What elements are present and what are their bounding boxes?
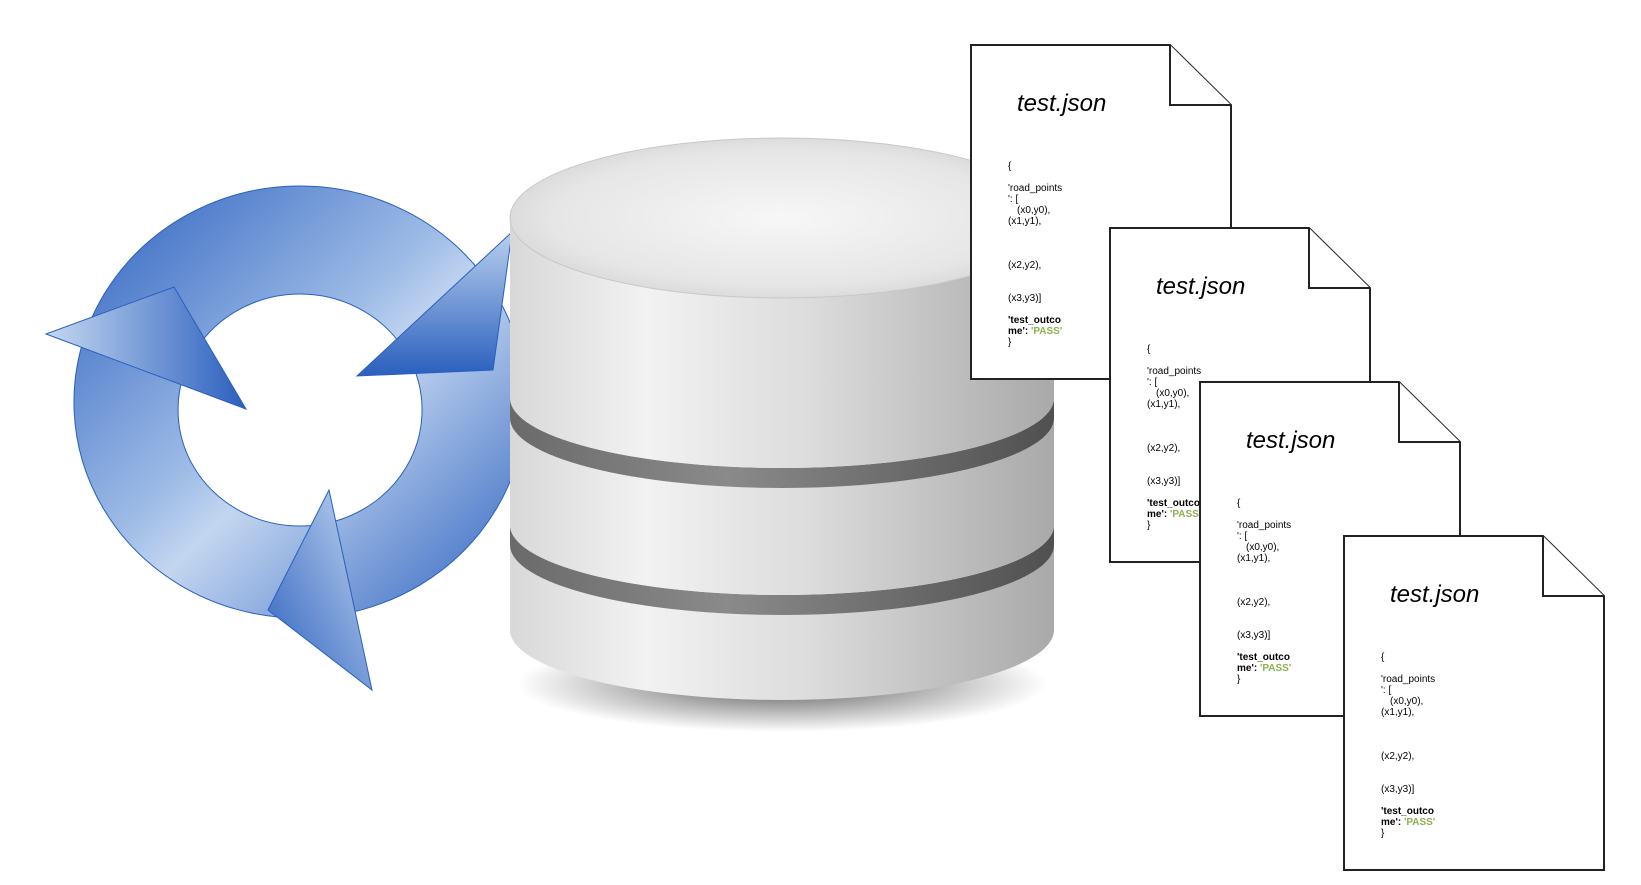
- key-road-points-cont: ': [: [1147, 377, 1158, 388]
- database-band-upper: [510, 398, 1054, 488]
- document-title: test.json: [1017, 90, 1107, 117]
- key-road-points: 'road_points: [1147, 366, 1202, 377]
- point-0: (x0,y0),: [1156, 388, 1190, 399]
- key-road-points: 'road_points: [1381, 674, 1436, 685]
- close-brace: }: [1237, 674, 1241, 685]
- close-brace: }: [1008, 337, 1012, 348]
- key-test-outcome-cont: me':: [1381, 817, 1402, 828]
- circular-arrows-icon: [44, 185, 527, 692]
- key-test-outcome-cont: me':: [1237, 663, 1258, 674]
- key-road-points-cont: ': [: [1008, 194, 1019, 205]
- point-3: (x3,y3)]: [1237, 630, 1271, 641]
- document-title: test.json: [1390, 581, 1480, 608]
- document-body: { 'road_points ': [ (x0,y0), (x1,y1), (x…: [1381, 652, 1451, 839]
- key-test-outcome: 'test_outco: [1237, 652, 1290, 663]
- point-2: (x2,y2),: [1008, 260, 1042, 271]
- point-3: (x3,y3)]: [1381, 784, 1415, 795]
- point-2: (x2,y2),: [1237, 597, 1271, 608]
- document-title: test.json: [1156, 273, 1246, 300]
- outcome-value: 'PASS': [1259, 663, 1292, 674]
- cycle-arrow-head-left: [44, 286, 248, 410]
- point-0: (x0,y0),: [1390, 696, 1424, 707]
- key-test-outcome-cont: me':: [1147, 509, 1168, 520]
- open-brace: {: [1381, 652, 1385, 663]
- key-test-outcome: 'test_outco: [1381, 806, 1434, 817]
- database-segment-middle: [510, 410, 1054, 595]
- database-band-lower: [510, 525, 1054, 615]
- point-0: (x0,y0),: [1017, 205, 1051, 216]
- key-road-points: 'road_points: [1008, 183, 1063, 194]
- cycle-arrow-head-bottom: [267, 488, 373, 692]
- outcome-value: 'PASS': [1030, 326, 1063, 337]
- cycle-arrow-head-right: [355, 230, 513, 377]
- key-test-outcome-cont: me':: [1008, 326, 1029, 337]
- json-document: test.json { 'road_points ': [ (x0,y0), (…: [1343, 535, 1605, 871]
- open-brace: {: [1147, 344, 1151, 355]
- outcome-value: 'PASS': [1403, 817, 1436, 828]
- point-1: (x1,y1),: [1237, 553, 1271, 564]
- point-0: (x0,y0),: [1246, 542, 1280, 553]
- key-road-points-cont: ': [: [1237, 531, 1248, 542]
- document-icon: [1343, 535, 1605, 871]
- document-title: test.json: [1246, 427, 1336, 454]
- point-1: (x1,y1),: [1381, 707, 1415, 718]
- open-brace: {: [1237, 498, 1241, 509]
- database-icon: [509, 137, 1055, 732]
- point-1: (x1,y1),: [1147, 399, 1181, 410]
- point-3: (x3,y3)]: [1147, 476, 1181, 487]
- close-brace: }: [1381, 828, 1385, 839]
- point-3: (x3,y3)]: [1008, 293, 1042, 304]
- point-1: (x1,y1),: [1008, 216, 1042, 227]
- open-brace: {: [1008, 161, 1012, 172]
- key-road-points-cont: ': [: [1381, 685, 1392, 696]
- close-brace: }: [1147, 520, 1151, 531]
- key-test-outcome: 'test_outco: [1008, 315, 1061, 326]
- point-2: (x2,y2),: [1381, 751, 1415, 762]
- key-test-outcome: 'test_outco: [1147, 498, 1200, 509]
- outcome-value: 'PASS': [1169, 509, 1202, 520]
- key-road-points: 'road_points: [1237, 520, 1292, 531]
- document-body: { 'road_points ': [ (x0,y0), (x1,y1), (x…: [1008, 161, 1078, 348]
- database-segment-bottom: [510, 538, 1054, 700]
- document-body: { 'road_points ': [ (x0,y0), (x1,y1), (x…: [1237, 498, 1307, 685]
- point-2: (x2,y2),: [1147, 443, 1181, 454]
- document-body: { 'road_points ': [ (x0,y0), (x1,y1), (x…: [1147, 344, 1217, 531]
